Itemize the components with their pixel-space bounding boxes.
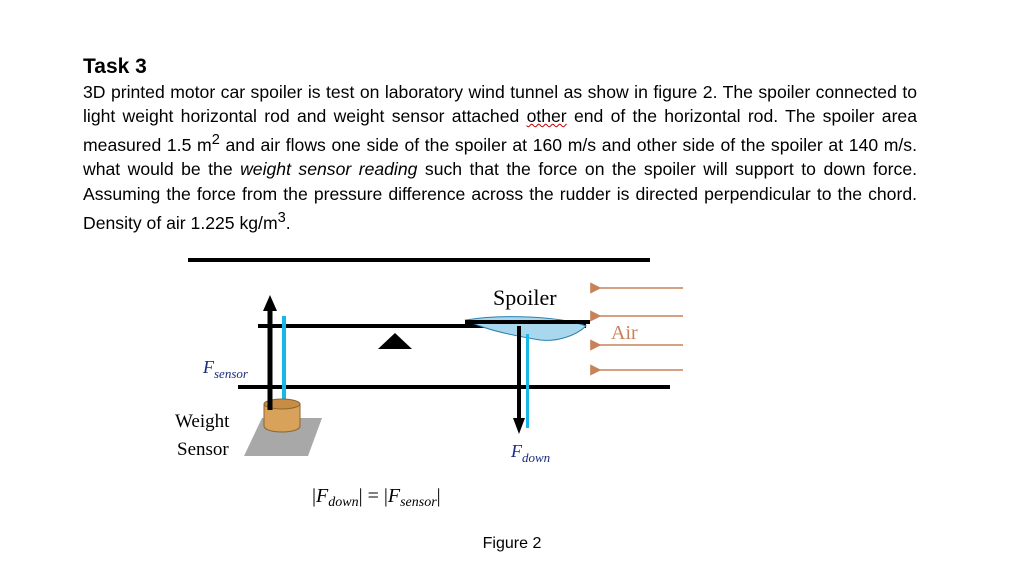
sensor-cylinder-top bbox=[263, 398, 301, 410]
weight-sensor-label-line1: Weight bbox=[175, 411, 230, 432]
fdown-arrowhead bbox=[513, 418, 525, 434]
eq-bar-open: | bbox=[312, 485, 316, 507]
force-equation: |Fdown| = |Fsensor| bbox=[312, 485, 441, 510]
eq-f1: F bbox=[315, 485, 329, 507]
task-title: Task 3 bbox=[83, 55, 147, 78]
eq-bar-close: | bbox=[437, 485, 441, 507]
task-description: 3D printed motor car spoiler is test on … bbox=[83, 80, 917, 235]
weight-sensor-label-line2: Sensor bbox=[177, 439, 229, 460]
sensor-cylinder bbox=[263, 403, 301, 433]
air-flow-arrows bbox=[590, 282, 683, 376]
tunnel-bottom-wall bbox=[238, 385, 670, 389]
task-text-part-2: end of the horizontal rod. The spoiler a… bbox=[83, 106, 917, 156]
eq-f2: F bbox=[387, 485, 401, 507]
fdown-label-sub: down bbox=[522, 450, 550, 465]
spoiler-connector-rod bbox=[526, 334, 529, 428]
task-text-part-3: and air flows one side of the spoiler at… bbox=[83, 135, 917, 180]
horizontal-rod bbox=[258, 324, 586, 328]
fdown-label: Fdown bbox=[510, 441, 550, 465]
fsensor-label-sub: sensor bbox=[214, 366, 249, 381]
sensor-connector-rod bbox=[282, 316, 286, 408]
sensor-base bbox=[244, 418, 322, 456]
tunnel-top-wall bbox=[188, 258, 650, 262]
pivot-triangle bbox=[378, 333, 412, 349]
task-text-italic: weight sensor reading bbox=[240, 159, 418, 180]
fsensor-arrowhead bbox=[263, 295, 277, 311]
task-text-part-1: 3D printed motor car spoiler is test on … bbox=[83, 82, 917, 127]
spoiler-label: Spoiler bbox=[493, 285, 557, 310]
task-text-part-5: . bbox=[285, 212, 291, 233]
task-text-underlined: other bbox=[526, 106, 567, 127]
eq-mid: | = | bbox=[359, 485, 388, 507]
figure-caption: Figure 2 bbox=[482, 535, 542, 552]
air-label: Air bbox=[611, 322, 638, 344]
superscript-2: 2 bbox=[211, 132, 220, 149]
fsensor-label-main: F bbox=[202, 357, 215, 377]
fsensor-label: Fsensor bbox=[202, 357, 249, 381]
eq-sub1: down bbox=[328, 495, 358, 510]
superscript-3: 3 bbox=[277, 209, 286, 226]
eq-sub2: sensor bbox=[400, 495, 437, 510]
fdown-label-main: F bbox=[510, 441, 523, 461]
task-text-part-4: such that the force on the spoiler will … bbox=[83, 159, 917, 233]
spoiler-shape bbox=[464, 316, 587, 341]
